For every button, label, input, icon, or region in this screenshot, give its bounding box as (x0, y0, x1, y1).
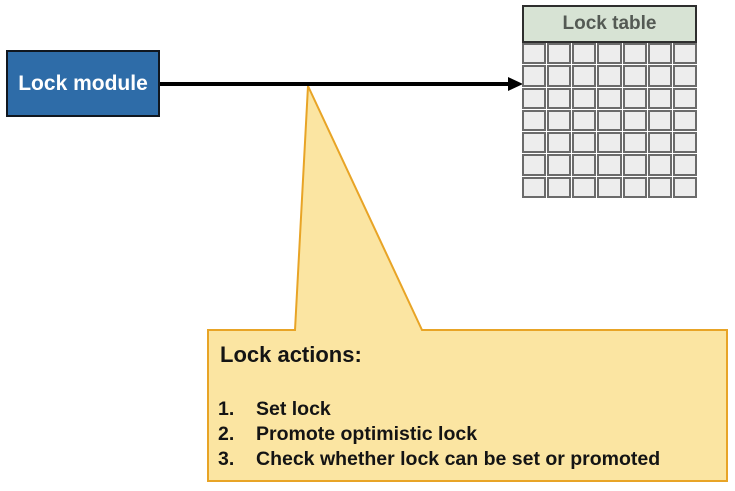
callout-item-label: Promote optimistic lock (256, 423, 478, 445)
lock-table-cell (522, 109, 547, 132)
lock-table-cell (672, 154, 697, 176)
lock-table-cell (547, 132, 572, 154)
lock-table-cell (547, 154, 572, 176)
lock-table-cell (622, 87, 647, 109)
callout-bubble-shape (207, 85, 728, 482)
lock-table-cell (597, 87, 622, 109)
lock-table-cell (622, 65, 647, 87)
lock-table-cell (522, 176, 547, 198)
callout-title: Lock actions: (220, 342, 362, 367)
lock-table-cell (672, 87, 697, 109)
callout-list-item: 3. Check whether lock can be set or prom… (218, 447, 713, 472)
lock-table-cell (672, 132, 697, 154)
lock-table-cell (647, 43, 672, 65)
callout-item-number: 3. (218, 448, 235, 470)
callout-item-number: 1. (218, 398, 235, 420)
lock-table-grid (522, 43, 697, 198)
lock-table-cell (597, 43, 622, 65)
lock-table-cell (522, 132, 547, 154)
lock-table-cell (647, 109, 672, 132)
lock-table-cell (572, 176, 597, 198)
lock-table-cell (572, 109, 597, 132)
lock-table-cell (572, 87, 597, 109)
lock-module-box: Lock module (6, 50, 160, 117)
lock-table-cell (622, 43, 647, 65)
lock-table-cell (647, 87, 672, 109)
lock-table-cell (597, 154, 622, 176)
lock-table-cell (647, 176, 672, 198)
lock-table-cell (647, 65, 672, 87)
lock-table-cell (547, 43, 572, 65)
lock-table-cell (547, 87, 572, 109)
lock-table-cell (672, 109, 697, 132)
lock-table-cell (522, 65, 547, 87)
lock-table-title: Lock table (562, 13, 657, 34)
lock-table-cell (622, 176, 647, 198)
lock-module-label: Lock module (18, 71, 148, 95)
callout-item-label: Check whether lock can be set or promote… (256, 448, 661, 470)
lock-table-cell (622, 109, 647, 132)
lock-table-cell (522, 87, 547, 109)
lock-table-cell (572, 132, 597, 154)
lock-table-cell (672, 43, 697, 65)
lock-table-cell (572, 154, 597, 176)
lock-table-cell (647, 132, 672, 154)
lock-table-cell (672, 65, 697, 87)
callout-item-label: Set lock (256, 398, 331, 420)
lock-table-cell (572, 43, 597, 65)
lock-table-header: Lock table (522, 5, 697, 43)
lock-table-cell (547, 109, 572, 132)
lock-table-cell (547, 65, 572, 87)
lock-table-cell (597, 65, 622, 87)
lock-table-cell (647, 154, 672, 176)
lock-table-cell (547, 176, 572, 198)
lock-table-cell (597, 132, 622, 154)
lock-table-cell (622, 154, 647, 176)
callout-list: 1. Set lock 2. Promote optimistic lock 3… (218, 397, 713, 472)
callout-list-item: 1. Set lock (218, 397, 713, 422)
callout-list-item: 2. Promote optimistic lock (218, 422, 713, 447)
lock-table-cell (597, 176, 622, 198)
lock-table-cell (522, 43, 547, 65)
lock-table-cell (622, 132, 647, 154)
callout-item-number: 2. (218, 423, 235, 445)
lock-table-cell (672, 176, 697, 198)
lock-table-cell (597, 109, 622, 132)
lock-table: Lock table (522, 5, 697, 198)
lock-table-cell (572, 65, 597, 87)
lock-table-cell (522, 154, 547, 176)
callout-content: Lock actions: 1. Set lock 2. Promote opt… (208, 330, 727, 482)
arrow-head (508, 77, 523, 91)
